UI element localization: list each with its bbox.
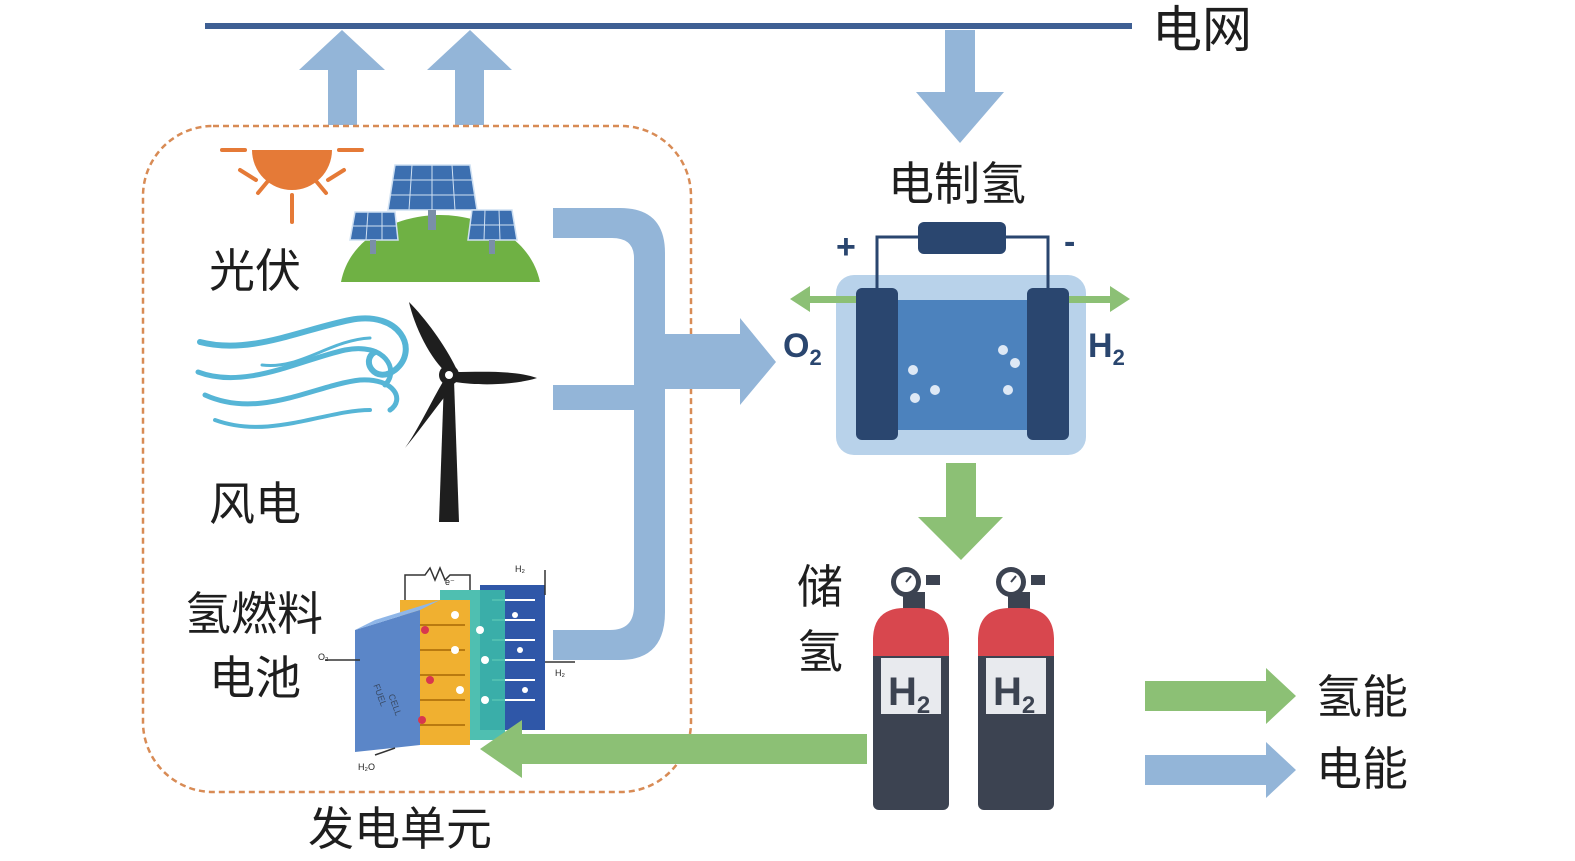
up-arrow-1: [299, 30, 385, 125]
up-arrow-2: [427, 30, 512, 125]
fc-h2o-out: H₂O: [358, 762, 375, 772]
legend-electric-label: 电能: [1316, 742, 1408, 796]
solar-panel-icon: [341, 164, 540, 282]
pv-label: 光伏: [209, 244, 301, 298]
hydrogen-tank-2: [978, 567, 1054, 810]
sun-icon: [220, 148, 364, 224]
electrolysis-to-storage-arrow: [918, 463, 1003, 560]
wind-turbine-icon: [405, 302, 537, 522]
generation-unit-boundary: [141, 124, 693, 794]
storage-label-line2: 氢: [797, 625, 843, 679]
grid-to-electrolysis-arrow: [916, 30, 1004, 143]
electrolyzer-minus: -: [1064, 223, 1075, 261]
legend-hydrogen-label: 氢能: [1316, 670, 1408, 724]
fc-h2-out: H₂: [555, 668, 565, 678]
generation-unit-label: 发电单元: [308, 802, 492, 856]
o2-label: O2: [783, 327, 822, 370]
tank-1-label: H2: [888, 670, 930, 719]
collector-pipe: [553, 208, 776, 660]
fuel-cell-label-line2: 电池: [209, 651, 301, 705]
fc-h2-in: H₂: [515, 564, 525, 574]
legend-hydrogen-arrow: [1145, 668, 1296, 724]
h2-out-arrow: [1069, 286, 1130, 312]
fc-o2-in: O₂: [318, 652, 329, 662]
storage-label-line1: 储: [797, 560, 843, 614]
hydrogen-tank-1: [873, 567, 949, 810]
wind-label: 风电: [209, 477, 301, 531]
fuel-cell-icon: FUEL CELL H₂ e⁻ O₂ H₂ H₂O: [318, 564, 575, 772]
tank-2-label: H2: [993, 670, 1035, 719]
storage-to-fuel-cell-arrow: [480, 720, 867, 778]
electrolyzer-plus: +: [836, 228, 856, 266]
fc-e-label: e⁻: [445, 577, 455, 587]
wind-icon: [195, 315, 409, 429]
h2-label: H2: [1088, 327, 1125, 370]
electrolysis-label: 电制氢: [888, 157, 1026, 211]
grid-line: [205, 23, 1132, 29]
o2-out-arrow: [790, 286, 856, 312]
grid-label: 电网: [1152, 1, 1252, 59]
legend-electric-arrow: [1145, 742, 1296, 798]
fuel-cell-label-line1: 氢燃料: [185, 587, 323, 641]
electrolyzer-icon: [836, 222, 1086, 455]
